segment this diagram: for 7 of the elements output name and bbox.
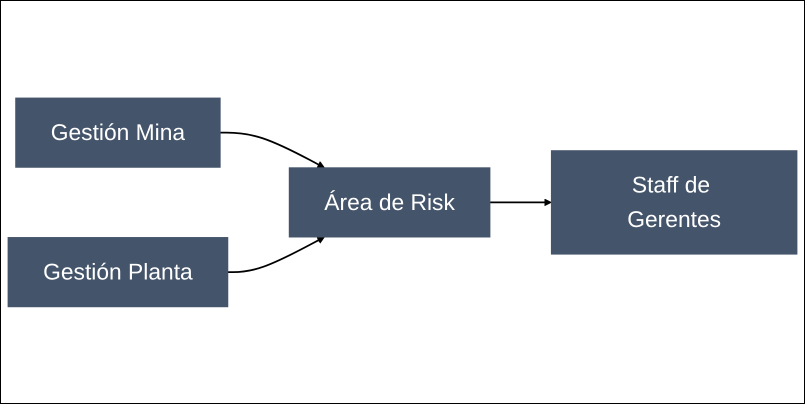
arrow	[490, 198, 552, 206]
node-box: Gestión Mina	[15, 97, 221, 168]
arrow	[220, 131, 325, 168]
node-box: Staff de Gerentes	[550, 150, 798, 254]
arrow	[228, 236, 325, 273]
node-box: Gestión Planta	[8, 236, 228, 307]
node-box: Área de Risk	[288, 166, 490, 238]
